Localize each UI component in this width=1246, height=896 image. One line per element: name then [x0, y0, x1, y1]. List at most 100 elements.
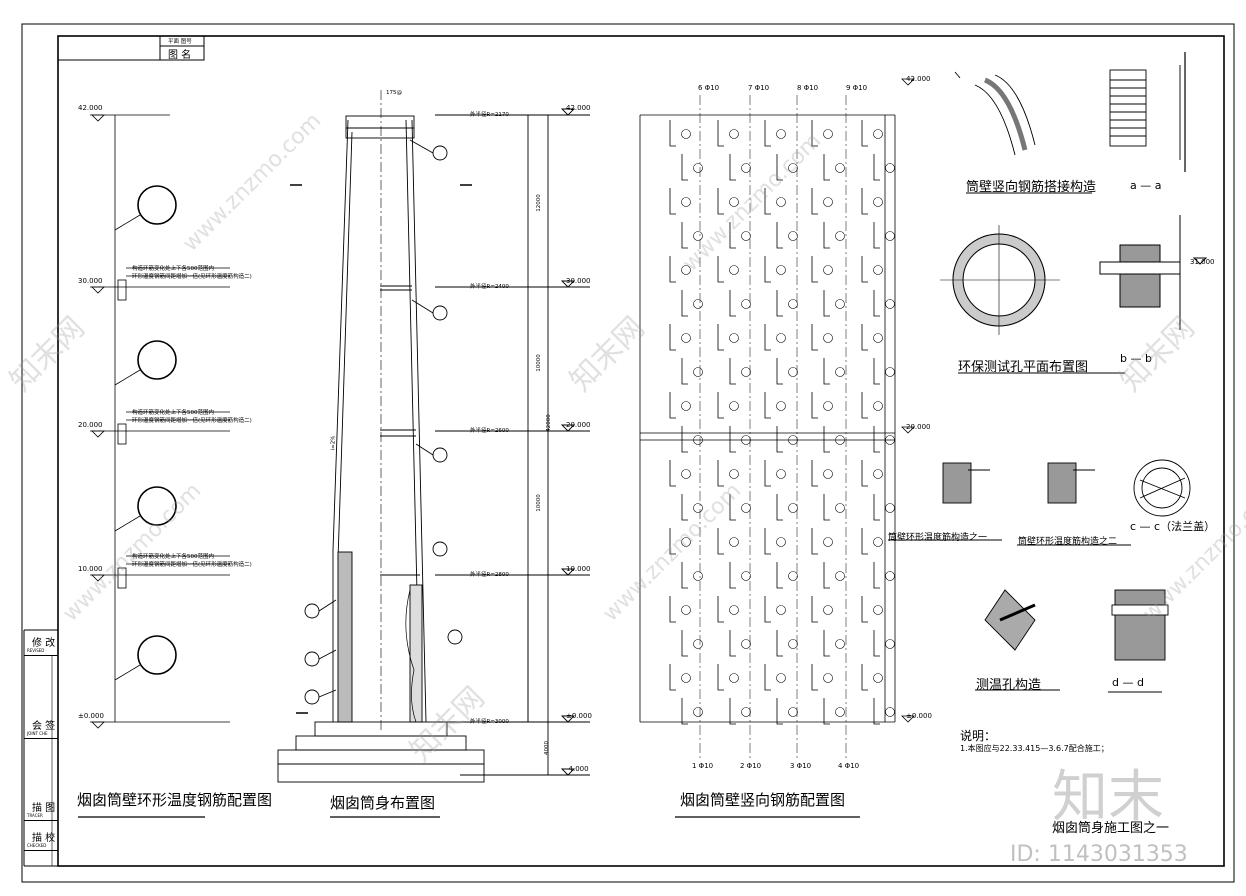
rebar-segment [717, 664, 724, 691]
rebar-marker-top: 8 Φ10 [797, 84, 819, 92]
rebar-callout [823, 129, 833, 139]
rebar-segment [764, 188, 771, 215]
side-block-revised: 修 改 REVISED [24, 638, 58, 656]
rebar-callout [823, 469, 833, 479]
title-ring-rebar: 烟囱筒壁环形温度钢筋配置图 [77, 791, 273, 809]
elevation-label: 42.000 [78, 104, 103, 112]
rebar-marker-bottom: 2 Φ10 [740, 762, 762, 770]
rebar-callout [681, 605, 691, 615]
rebar-callout [693, 231, 703, 241]
slope-label: i=2% [330, 435, 337, 451]
title-lap-section: a — a [1130, 179, 1162, 192]
inner-border [57, 35, 1225, 867]
dimension: 10000 [535, 354, 542, 372]
elevation-label: 30.000 [78, 277, 103, 285]
rebar-segment [729, 426, 736, 453]
rebar-segment [681, 154, 688, 181]
rebar-segment [764, 528, 771, 555]
dimension: 42000 [545, 414, 552, 432]
rebar-callout [693, 367, 703, 377]
elevation-label: 30.000 [566, 277, 591, 285]
rebar-callout [693, 299, 703, 309]
rebar-callout [776, 197, 786, 207]
rebar-segment [764, 664, 771, 691]
rebar-marker-top: 9 Φ10 [846, 84, 868, 92]
rebar-callout [788, 571, 798, 581]
dimension: 12000 [535, 194, 542, 212]
rebar-segment [717, 460, 724, 487]
title-body-layout: 烟囱筒身布置图 [330, 794, 436, 812]
rebar-segment [811, 188, 818, 215]
rebar-segment [717, 188, 724, 215]
rebar-segment [873, 494, 880, 521]
rebar-marker-top: 7 Φ10 [748, 84, 770, 92]
rebar-marker-bottom: 1 Φ10 [692, 762, 714, 770]
rebar-segment [669, 188, 676, 215]
rebar-segment [861, 256, 868, 283]
rebar-segment [717, 120, 724, 147]
rebar-callout [885, 231, 895, 241]
rebar-callout [776, 129, 786, 139]
rebar-segments [669, 120, 895, 725]
rebar-callout [885, 367, 895, 377]
rebar-segment [764, 120, 771, 147]
rebar-callout [681, 129, 691, 139]
rebar-segment [776, 426, 783, 453]
outer-border [21, 23, 1235, 883]
rebar-segment [873, 698, 880, 725]
rebar-callout [885, 435, 895, 445]
rebar-callout [729, 537, 739, 547]
side-block-joint: 会 签 JOINT CHE [24, 721, 58, 739]
rebar-callout [693, 435, 703, 445]
elevation-label: 42.000 [906, 75, 931, 83]
rebar-segment [669, 528, 676, 555]
rebar-marker-bottom: 3 Φ10 [790, 762, 812, 770]
elevation-label: ±0.000 [906, 712, 932, 720]
title-flange: c — c（法兰盖） [1130, 520, 1216, 533]
side-block-en: REVISED [27, 648, 45, 653]
ring-rebar-diagram [78, 114, 230, 818]
rebar-segment [776, 290, 783, 317]
rebar-segment [681, 630, 688, 657]
rebar-segment [717, 324, 724, 351]
rebar-callout [835, 163, 845, 173]
title-tab-small: 平面 图号 [168, 39, 192, 45]
rebar-callout [741, 299, 751, 309]
rebar-segment [669, 392, 676, 419]
rebar-callout [835, 503, 845, 513]
rebar-callout [729, 401, 739, 411]
rebar-marker-top: 6 Φ10 [698, 84, 720, 92]
rebar-callout [729, 673, 739, 683]
rebar-callout [835, 639, 845, 649]
rebar-segment [873, 630, 880, 657]
rebar-callout [681, 673, 691, 683]
ring-note: 环形温度钢筋间距增加一倍(见环形温度筋构造二) [132, 562, 252, 568]
elevation-label: -4.000 [566, 765, 589, 773]
rebar-callout [681, 469, 691, 479]
rebar-callout [873, 197, 883, 207]
rebar-callout [741, 367, 751, 377]
elevation-label: 31.000 [1190, 258, 1215, 266]
elevation-label: 10.000 [78, 565, 103, 573]
rebar-callout [741, 231, 751, 241]
elevation-label: ±0.000 [78, 712, 104, 720]
side-block-en: CHECKED [27, 843, 47, 848]
rebar-segment [811, 664, 818, 691]
rebar-segment [776, 698, 783, 725]
rebar-segment [823, 494, 830, 521]
rebar-segment [873, 290, 880, 317]
rebar-segment [681, 290, 688, 317]
rebar-callout [729, 605, 739, 615]
title-vertical-rebar: 烟囱筒壁竖向钢筋配置图 [680, 791, 846, 809]
rebar-callout [776, 605, 786, 615]
rebar-segment [729, 494, 736, 521]
rebar-callout [729, 469, 739, 479]
lap-detail [954, 52, 1186, 194]
rebar-callout [835, 231, 845, 241]
rebar-segment [873, 562, 880, 589]
rebar-segment [823, 562, 830, 589]
title-ring-detail-2: 筒壁环形温度筋构造之二 [1018, 537, 1118, 547]
title-ring-detail-1: 筒壁环形温度筋构造之一 [888, 533, 988, 543]
rebar-segment [681, 698, 688, 725]
rebar-callout [741, 639, 751, 649]
